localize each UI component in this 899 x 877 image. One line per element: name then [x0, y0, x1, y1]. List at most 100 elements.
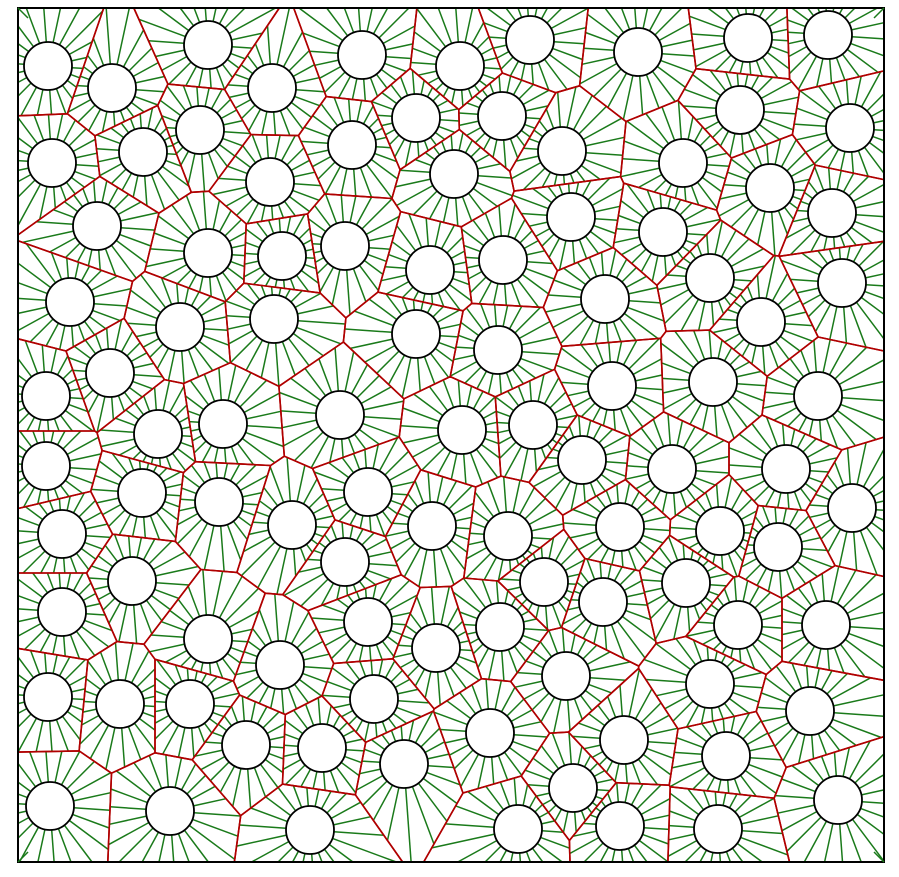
spoke-line — [317, 161, 336, 180]
spoke-line — [567, 582, 577, 586]
spoke-line — [723, 347, 733, 362]
spoke-line — [17, 538, 39, 545]
spoke-line — [689, 402, 703, 425]
cell-edge-layer — [17, 7, 885, 863]
spoke-line — [298, 7, 344, 42]
spoke-line — [621, 615, 657, 642]
spoke-line — [546, 443, 553, 451]
spoke-line — [607, 564, 612, 579]
spoke-line — [729, 133, 736, 157]
spoke-line — [363, 259, 384, 275]
spoke-line — [350, 364, 369, 395]
spoke-line — [644, 714, 670, 730]
spoke-line — [77, 84, 89, 88]
spoke-line — [196, 295, 212, 311]
spoke-line — [132, 380, 153, 390]
spoke-line — [172, 140, 180, 146]
spoke-line — [367, 253, 387, 263]
spoke-line — [159, 99, 182, 117]
spoke-line — [274, 135, 281, 159]
spoke-line — [363, 415, 402, 421]
spoke-line — [669, 766, 706, 788]
spoke-line — [223, 130, 251, 135]
spoke-line — [66, 496, 71, 511]
spoke-line — [411, 70, 416, 95]
spoke-line — [265, 276, 272, 287]
spoke-line — [595, 343, 605, 364]
inclusion-circle — [429, 149, 479, 199]
spoke-line — [176, 512, 199, 526]
spoke-line — [842, 574, 877, 609]
spoke-line — [153, 387, 158, 411]
spoke-line — [72, 813, 110, 829]
spoke-line — [378, 659, 384, 676]
spoke-line — [87, 249, 93, 266]
spoke-line — [118, 444, 138, 456]
spoke-line — [807, 7, 815, 17]
spoke-line — [748, 61, 752, 75]
spoke-line — [600, 473, 617, 486]
spoke-line — [596, 495, 607, 509]
spoke-line — [611, 550, 616, 565]
spoke-line — [161, 724, 180, 755]
spoke-line — [782, 731, 800, 762]
spoke-line — [555, 432, 563, 437]
spoke-line — [450, 134, 454, 151]
spoke-line — [801, 252, 824, 270]
spoke-line — [745, 7, 748, 15]
inclusion-circle — [247, 63, 297, 113]
spoke-line — [751, 643, 773, 671]
spoke-line — [591, 801, 598, 807]
spoke-line — [690, 185, 700, 206]
spoke-line — [226, 524, 242, 561]
spoke-line — [688, 541, 700, 549]
spoke-line — [781, 607, 804, 618]
spoke-line — [526, 260, 553, 265]
spoke-line — [511, 569, 522, 575]
spoke-line — [834, 346, 868, 380]
spoke-line — [79, 383, 90, 391]
spoke-line — [848, 175, 870, 197]
spoke-line — [248, 108, 262, 132]
spoke-line — [390, 669, 404, 683]
spoke-line — [640, 798, 671, 816]
spoke-line — [821, 573, 826, 602]
spoke-line — [728, 697, 750, 714]
spoke-line — [259, 500, 274, 512]
spoke-line — [82, 511, 102, 524]
spoke-line — [423, 356, 436, 385]
spoke-line — [270, 205, 274, 220]
spoke-line — [743, 208, 760, 237]
spoke-line — [542, 798, 553, 806]
spoke-line — [203, 525, 215, 570]
spoke-line — [17, 262, 52, 289]
spoke-line — [70, 325, 75, 347]
spoke-line — [218, 367, 223, 401]
spoke-line — [580, 164, 601, 181]
spoke-line — [110, 244, 137, 279]
spoke-line — [148, 540, 173, 565]
spoke-line — [823, 236, 828, 251]
spoke-line — [584, 235, 600, 255]
spoke-line — [562, 811, 569, 833]
spoke-line — [61, 715, 81, 741]
spoke-line — [312, 242, 322, 246]
spoke-line — [243, 392, 280, 414]
spoke-line — [635, 374, 663, 382]
spoke-line — [674, 186, 679, 199]
spoke-line — [352, 453, 361, 470]
spoke-line — [399, 169, 431, 174]
spoke-line — [218, 177, 247, 182]
spoke-line — [391, 481, 415, 488]
spoke-line — [424, 741, 445, 754]
spoke-line — [370, 738, 386, 751]
spoke-line — [399, 658, 416, 669]
spoke-line — [765, 255, 777, 299]
spoke-line — [92, 180, 97, 203]
spoke-line — [64, 10, 104, 50]
spoke-line — [696, 181, 718, 209]
spoke-line — [453, 749, 474, 770]
spoke-line — [396, 225, 417, 252]
inclusion-circle — [761, 444, 811, 494]
spoke-line — [281, 419, 317, 429]
